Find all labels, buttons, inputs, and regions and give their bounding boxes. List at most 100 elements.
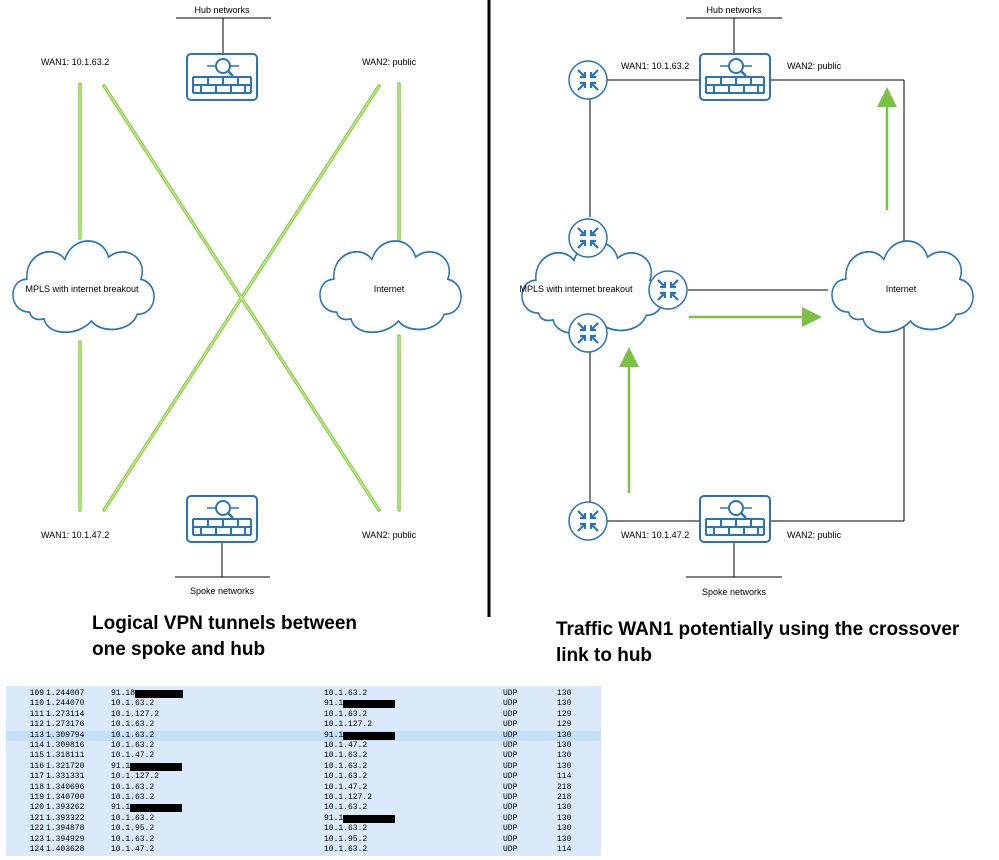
spoke-networks-label: Spoke networks [190,586,255,596]
capture-destination: 91.1 [324,699,396,709]
capture-protocol: UDP [503,803,518,813]
capture-destination: 10.1.127.2 [324,793,373,802]
capture-no: 110 [29,699,44,709]
capture-length: 130 [557,761,572,771]
capture-no: 111 [29,709,44,719]
spoke-wan1-label: WAN1: 10.1.47.2 [621,530,689,540]
capture-length: 130 [557,813,572,823]
capture-source: 10.1.63.2 [111,699,155,709]
capture-destination: 10.1.63.2 [324,751,368,761]
capture-no: 124 [29,845,44,854]
left-caption-line1: Logical VPN tunnels between [92,613,357,634]
capture-no: 123 [29,834,44,844]
left-caption-line2: one spoke and hub [92,639,265,660]
capture-length: 130 [557,741,572,750]
internet-cloud-label: Internet [886,284,917,294]
hub-networks-label: Hub networks [194,5,250,15]
router-spoke-wan1-icon [567,500,609,542]
capture-protocol: UDP [503,720,518,730]
router-hub-wan1-icon [567,59,609,101]
capture-protocol: UDP [503,813,518,823]
capture-time: 1.340696 [46,782,85,792]
capture-destination: 10.1.127.2 [324,720,373,730]
capture-protocol: UDP [503,741,518,750]
traffic-arrows [619,87,897,493]
capture-no: 117 [29,772,44,782]
capture-no: 115 [29,751,44,761]
capture-protocol: UDP [503,709,518,719]
spoke-wan2-label: WAN2: public [362,530,417,540]
capture-destination: 91.1 [324,731,396,741]
capture-no: 121 [29,813,44,823]
redaction-bar [130,804,183,813]
hub-wan1-label: WAN1: 10.1.63.2 [41,57,109,67]
capture-time: 1.403628 [46,845,85,854]
capture-length: 130 [557,699,572,709]
spoke-firewall-icon [698,494,772,544]
spoke-wan2-label: WAN2: public [787,530,842,540]
right-caption-line1: Traffic WAN1 potentially using the cross… [556,619,960,640]
router-mpls-bottom-icon [567,312,609,354]
capture-time: 1.244007 [46,689,85,698]
capture-time: 1.318111 [46,751,85,761]
spoke-firewall-icon [185,494,259,544]
capture-source: 91.18 [111,689,184,699]
capture-protocol: UDP [503,782,518,792]
redaction-bar [343,700,396,709]
spoke-networks-label: Spoke networks [702,587,767,597]
capture-time: 1.273114 [46,709,85,719]
capture-source: 10.1.127.2 [111,709,160,719]
capture-destination: 91.1 [324,814,396,824]
capture-length: 114 [557,845,572,854]
capture-protocol: UDP [503,793,518,802]
capture-protocol: UDP [503,689,518,698]
capture-source: 10.1.63.2 [111,720,155,730]
internet-cloud-label: Internet [374,284,405,294]
capture-length: 129 [557,720,572,730]
capture-no: 113 [29,730,44,740]
capture-source: 10.1.63.2 [111,813,155,823]
router-mpls-breakout-icon [647,269,689,311]
capture-destination: 10.1.47.2 [324,741,368,750]
capture-source: 10.1.63.2 [111,834,155,844]
capture-destination: 10.1.63.2 [324,772,368,782]
capture-protocol: UDP [503,761,518,771]
capture-no: 109 [29,689,44,698]
capture-destination: 10.1.63.2 [324,761,368,771]
hub-wan2-label: WAN2: public [362,57,417,67]
capture-destination: 10.1.47.2 [324,782,368,792]
capture-length: 218 [557,782,572,792]
capture-protocol: UDP [503,730,518,740]
capture-source: 10.1.63.2 [111,730,155,740]
redaction-bar [130,762,183,771]
capture-destination: 10.1.63.2 [324,803,368,813]
capture-destination: 10.1.95.2 [324,834,368,844]
capture-length: 130 [557,730,572,740]
capture-length: 218 [557,793,572,802]
capture-protocol: UDP [503,824,518,834]
capture-source: 10.1.127.2 [111,772,160,782]
capture-time: 1.244070 [46,699,85,709]
capture-no: 116 [29,761,44,771]
capture-length: 130 [557,689,572,698]
capture-time: 1.331331 [46,772,85,782]
capture-source: 10.1.63.2 [111,782,155,792]
capture-time: 1.393322 [46,813,85,823]
